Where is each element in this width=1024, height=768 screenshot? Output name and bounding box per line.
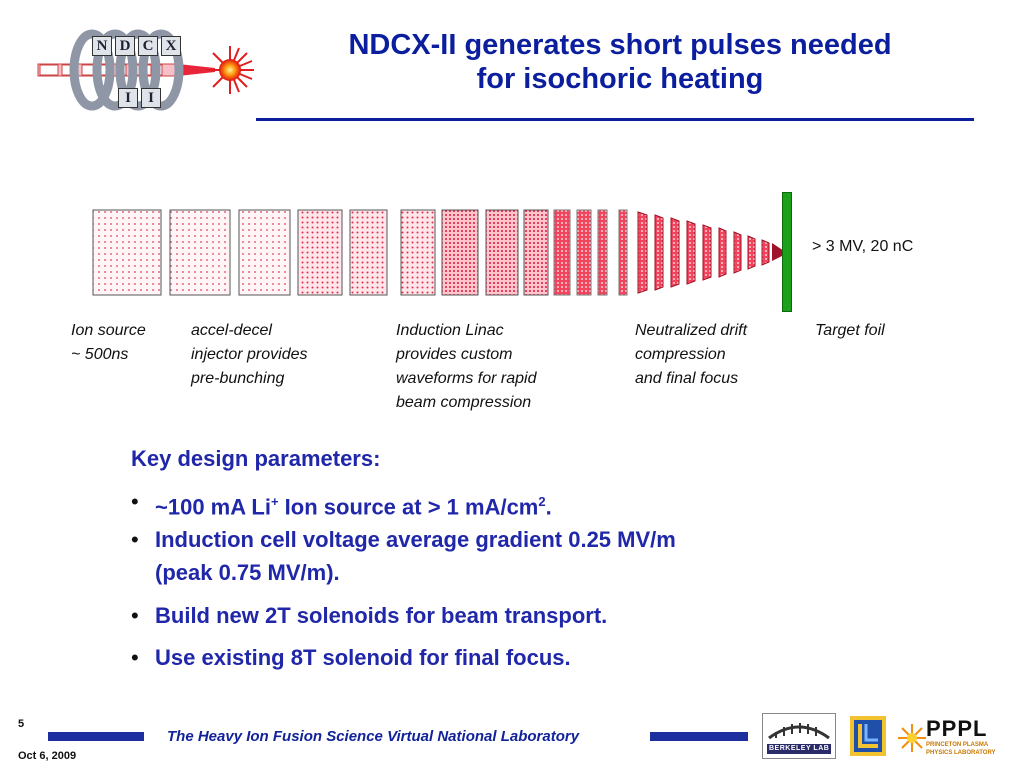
compression-segment <box>654 214 664 291</box>
bullet-dot: • <box>131 645 139 670</box>
pppl-logo: PPPL PRINCETON PLASMA PHYSICS LABORATORY <box>898 716 1008 760</box>
berkeley-logo-text: BERKELEY LAB <box>769 745 830 752</box>
title-line-2: for isochoric heating <box>476 63 764 95</box>
param-item-3: • Build new 2T solenoids for beam transp… <box>131 599 891 633</box>
param-1-sup-plus: + <box>270 494 279 509</box>
logo-letter-i2: I <box>141 88 161 108</box>
logo-letter-i1: I <box>118 88 138 108</box>
beam-segment <box>618 209 628 296</box>
bullet-dot: • <box>131 527 139 552</box>
compression-segment <box>718 227 727 278</box>
slide-date: Oct 6, 2009 <box>18 750 77 762</box>
footer-bar-right <box>650 732 748 741</box>
caption-linac: Induction Linac provides custom waveform… <box>396 322 537 411</box>
logo-letter-x: X <box>161 36 181 56</box>
compression-segment <box>637 211 648 294</box>
logo-graphic <box>37 29 254 111</box>
compression-segment <box>761 239 770 266</box>
pppl-burst-icon <box>898 724 926 752</box>
ndcx-ii-logo: N D C X I I <box>30 28 260 116</box>
beam-segment <box>238 209 291 296</box>
compression-segment <box>747 235 756 270</box>
param-item-4: • Use existing 8T solenoid for final foc… <box>131 641 891 675</box>
param-1-pre: ~100 mA Li <box>155 494 271 520</box>
compression-segment <box>733 231 742 274</box>
bullet-dot: • <box>131 489 139 514</box>
caption-drift: Neutralized drift compression and final … <box>635 322 748 387</box>
llnl-logo <box>850 716 886 756</box>
berkeley-logo-graphic <box>767 723 831 754</box>
beam-segment <box>523 209 549 296</box>
bullet-dot: • <box>131 603 139 628</box>
compression-segment <box>686 220 696 285</box>
footer-lab-name: The Heavy Ion Fusion Science Virtual Nat… <box>167 728 580 745</box>
footer-bar-left <box>48 732 144 741</box>
llnl-logo-graphic <box>850 716 886 756</box>
param-item-2: • Induction cell voltage average gradien… <box>131 523 891 591</box>
title-underline <box>256 118 974 121</box>
beam-segment <box>553 209 571 296</box>
param-item-1: • ~100 mA Li+ Ion source at > 1 mA/cm2. <box>131 485 891 519</box>
beamline-svg <box>92 209 784 296</box>
beam-focus-cone <box>772 243 784 261</box>
logo-letter-d: D <box>115 36 135 56</box>
beam-segment <box>169 209 231 296</box>
beam-segment <box>92 209 162 296</box>
beamline-diagram <box>60 185 960 320</box>
param-text-1: ~100 mA Li+ Ion source at > 1 mA/cm2. <box>155 485 875 523</box>
compression-segment <box>702 224 712 281</box>
voltage-label: > 3 MV, 20 nC <box>812 238 914 255</box>
caption-ion-source: Ion source ~ 500ns <box>71 322 146 363</box>
key-params-heading: Key design parameters: <box>131 446 381 471</box>
param-1-post: . <box>545 494 552 520</box>
beam-segment <box>597 209 608 296</box>
slide-title: NDCX-II generates short pulses needed fo… <box>260 28 980 96</box>
param-text-2: Induction cell voltage average gradient … <box>155 527 676 585</box>
page-number: 5 <box>18 718 25 730</box>
param-text-4: Use existing 8T solenoid for final focus… <box>155 645 571 670</box>
beam-segment <box>400 209 436 296</box>
param-1-mid: Ion source at > 1 mA/cm <box>278 494 539 520</box>
param-1-sup-2: 2 <box>538 494 546 509</box>
beam-segment <box>485 209 519 296</box>
beam-segment <box>576 209 592 296</box>
pppl-sub-2: PHYSICS LABORATORY <box>926 750 996 756</box>
beam-segment <box>441 209 479 296</box>
title-line-1: NDCX-II generates short pulses needed <box>348 29 892 61</box>
logo-letter-c: C <box>138 36 158 56</box>
target-foil-bar <box>782 192 792 312</box>
caption-target: Target foil <box>815 322 885 339</box>
beam-segment <box>297 209 343 296</box>
param-text-3: Build new 2T solenoids for beam transpor… <box>155 603 608 628</box>
pppl-logo-text: PPPL <box>926 716 988 741</box>
caption-injector: accel-decel injector provides pre-bunchi… <box>191 322 308 387</box>
beam-segment <box>349 209 388 296</box>
logo-letter-n: N <box>92 36 112 56</box>
berkeley-lab-logo: BERKELEY LAB <box>762 713 836 759</box>
pppl-sub-1: PRINCETON PLASMA <box>926 742 989 748</box>
compression-segment <box>670 217 680 288</box>
